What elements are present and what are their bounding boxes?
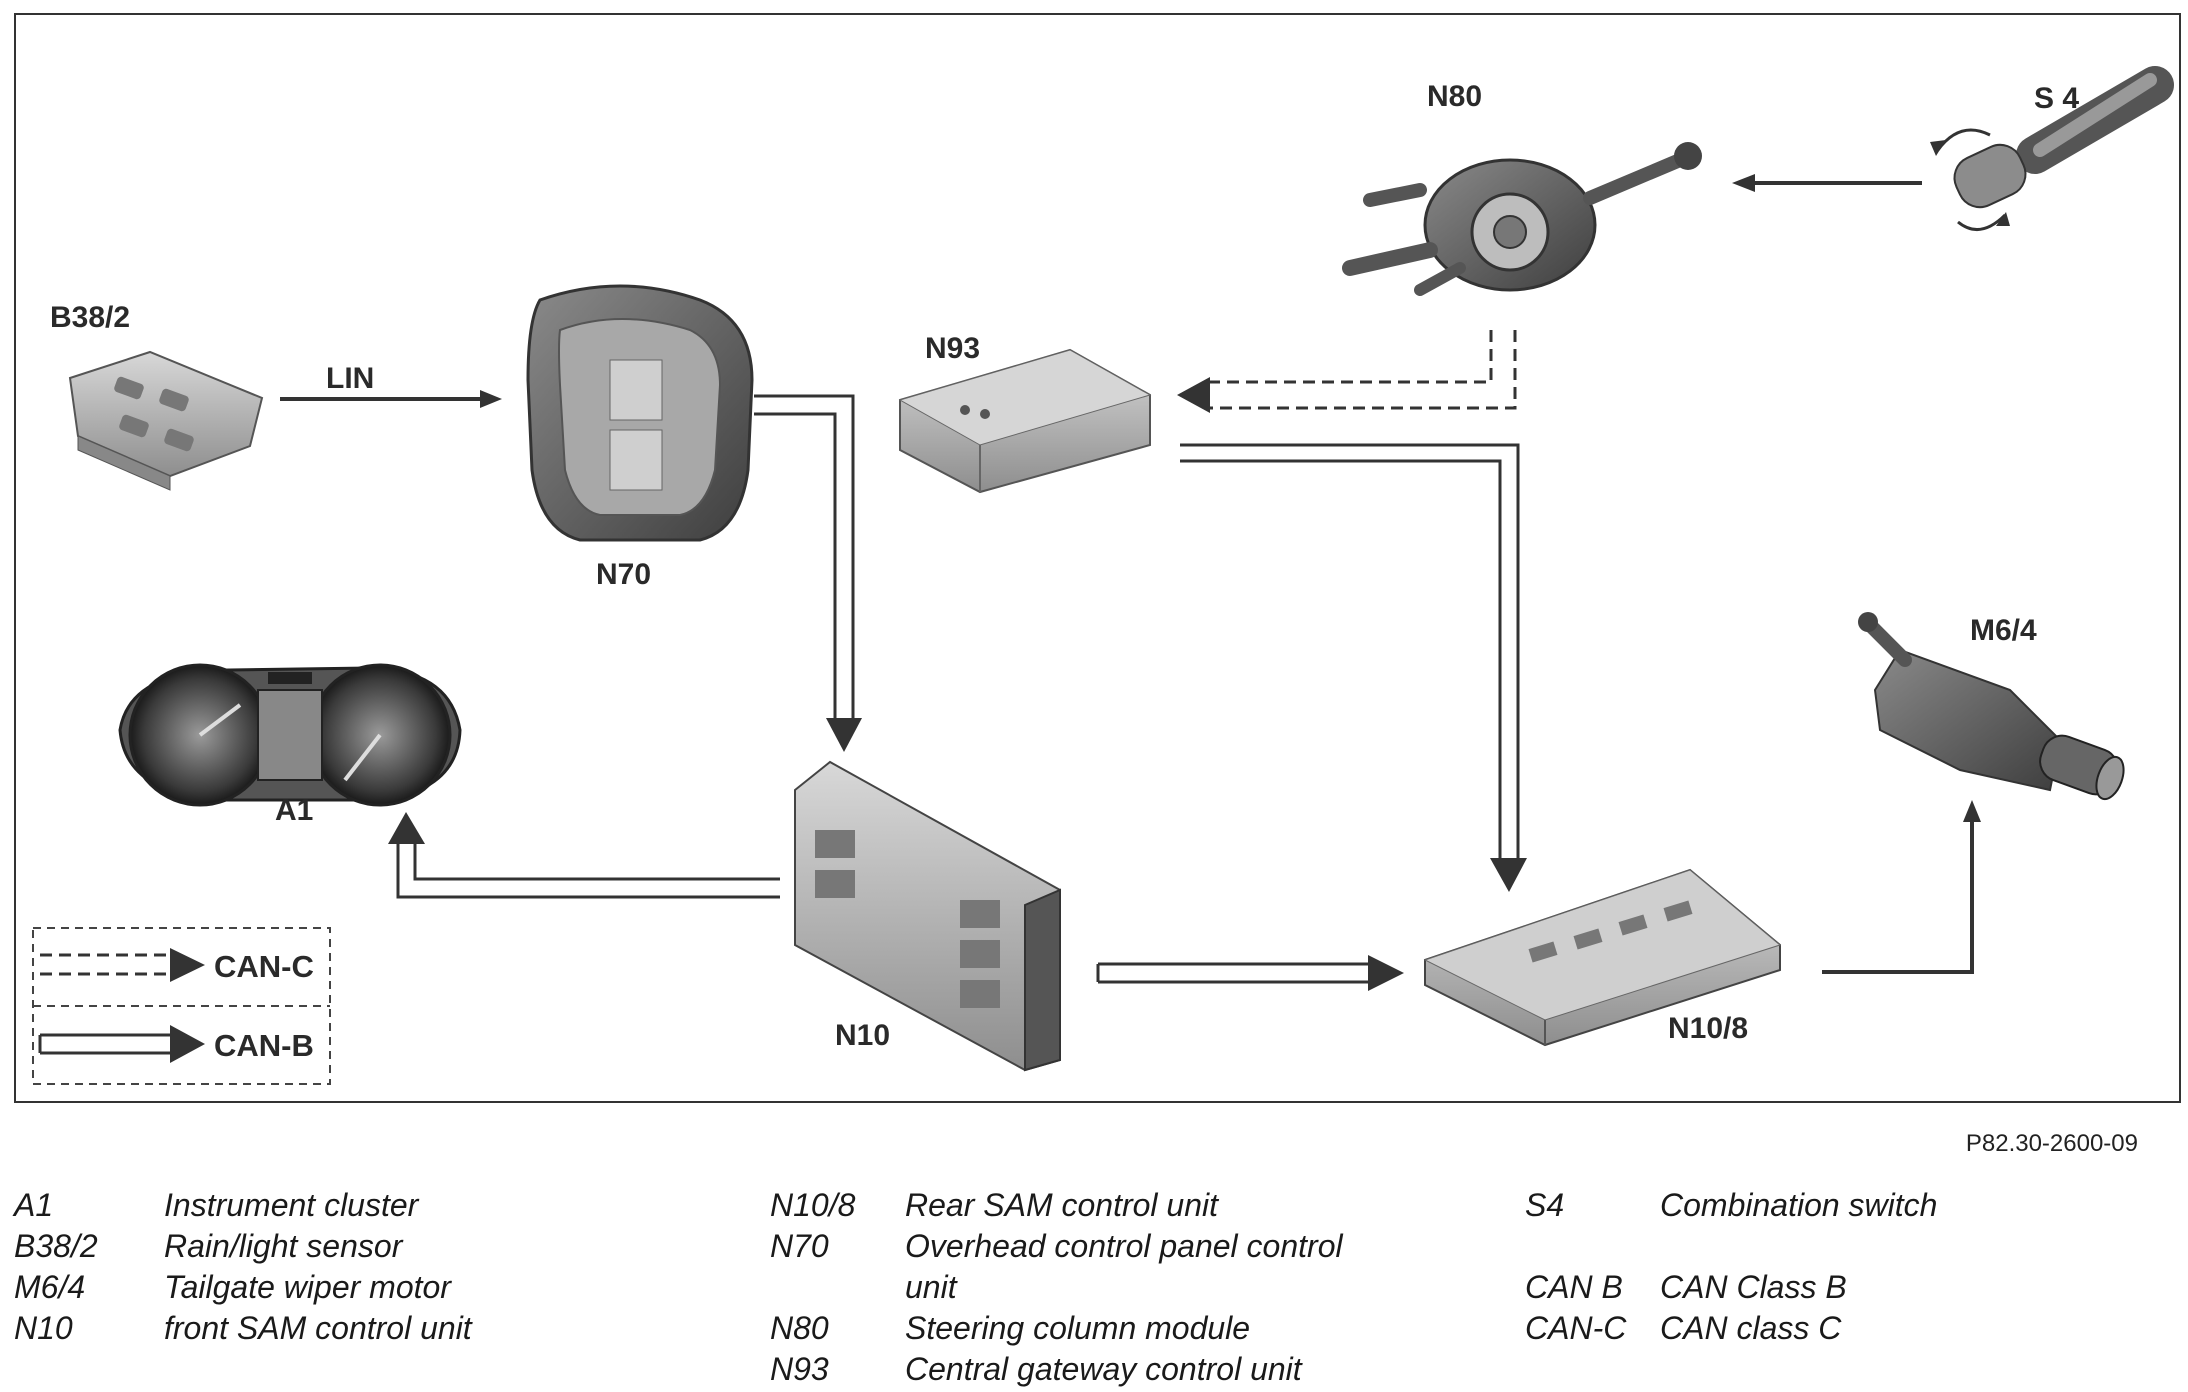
lin-label: LIN [326,362,374,395]
key-desc: front SAM control unit [164,1310,472,1346]
can-b-n70-to-n10 [754,394,855,718]
label-n10: N10 [835,1019,890,1052]
rain-light-sensor-image [68,350,264,491]
key-row: M6/4 Tailgate wiper motor [14,1267,734,1308]
key-row: B38/2 Rain/light sensor [14,1226,734,1267]
key-desc: Instrument cluster [164,1187,419,1223]
key-row: CAN B CAN Class B [1525,1267,2145,1308]
combination-switch-image [1930,66,2174,231]
key-code: M6/4 [14,1269,86,1305]
key-desc: Overhead control panel control unit [905,1228,1343,1305]
key-code: N70 [770,1228,829,1264]
can-b-n10-to-n10-8 [1096,962,1370,984]
label-m6-4: M6/4 [1970,614,2037,647]
key-code: N10 [14,1310,73,1346]
key-row: CAN-C CAN class C [1525,1308,2145,1349]
diagram-legend: CAN-C CAN-B [32,927,331,1085]
label-b38-2: B38/2 [50,301,130,334]
legend-can-b-symbol [38,1025,205,1063]
legend-can-c-label: CAN-C [214,949,314,984]
key-column-1: A1 Instrument cluster B38/2 Rain/light sen… [14,1185,734,1349]
can-c-n80-to-n93 [1208,330,1517,410]
key-desc: Tailgate wiper motor [164,1269,451,1305]
lin-connection [280,390,502,408]
key-row: N10 front SAM control unit [14,1308,734,1349]
key-desc: CAN class C [1660,1310,1842,1346]
key-code: CAN-C [1525,1310,1627,1346]
label-n80: N80 [1427,80,1482,113]
key-column-2: N10/8 Rear SAM control unit N70 Overhead c… [770,1185,1410,1390]
key-desc: Central gateway control unit [905,1351,1302,1387]
can-b-arrowhead-n10-8-right [1368,955,1404,991]
rear-sam-image [1423,868,1782,1047]
label-s4: S 4 [2034,82,2079,115]
front-sam-image [794,760,1061,1072]
key-row: A1 Instrument cluster [14,1185,734,1226]
instrument-cluster-image [118,663,462,807]
key-column-3: S4 Combination switch CAN B CAN Class B CA… [1525,1185,2145,1349]
label-n10-8: N10/8 [1668,1012,1748,1045]
label-n93: N93 [925,332,980,365]
key-code: N10/8 [770,1187,856,1223]
can-b-arrowhead-n10 [826,718,862,752]
key-row: N10/8 Rear SAM control unit [770,1185,1410,1226]
overhead-control-panel-image [526,284,754,542]
can-b-n10-to-a1 [396,844,780,899]
key-code: S4 [1525,1187,1565,1223]
key-code: N80 [770,1310,829,1346]
label-a1: A1 [275,794,313,827]
key-code: A1 [14,1187,54,1223]
s4-to-n80-arrow [1732,174,1922,192]
key-row: S4 Combination switch [1525,1185,2145,1267]
key-row: N70 Overhead control panel control unit [770,1226,1410,1308]
key-desc: Rain/light sensor [164,1228,403,1264]
key-desc: Combination switch [1660,1187,1938,1223]
tailgate-wiper-motor-image [1858,612,2125,801]
legend-can-b-label: CAN-B [214,1028,314,1063]
can-b-arrowhead-n10-8 [1490,858,1527,892]
key-code: CAN B [1525,1269,1623,1305]
key-desc: Rear SAM control unit [905,1187,1219,1223]
steering-column-module-image [1342,142,1702,296]
key-desc: Steering column module [905,1310,1251,1346]
figure-reference: P82.30-2600-09 [1965,1130,2138,1157]
key-row: N93 Central gateway control unit [770,1349,1410,1390]
central-gateway-image [898,348,1152,494]
can-b-n93-to-n10-8 [1180,443,1520,858]
key-desc: CAN Class B [1660,1269,1847,1305]
n10-8-to-m6-4-arrow [1822,800,1981,974]
key-code: B38/2 [14,1228,98,1264]
can-c-arrowhead [1177,377,1210,413]
key-row: N80 Steering column module [770,1308,1410,1349]
legend-can-c-symbol [40,948,205,982]
diagram-frame [14,13,2181,1103]
label-n70: N70 [596,558,651,591]
key-code: N93 [770,1351,829,1387]
can-b-arrowhead-a1 [388,812,425,844]
